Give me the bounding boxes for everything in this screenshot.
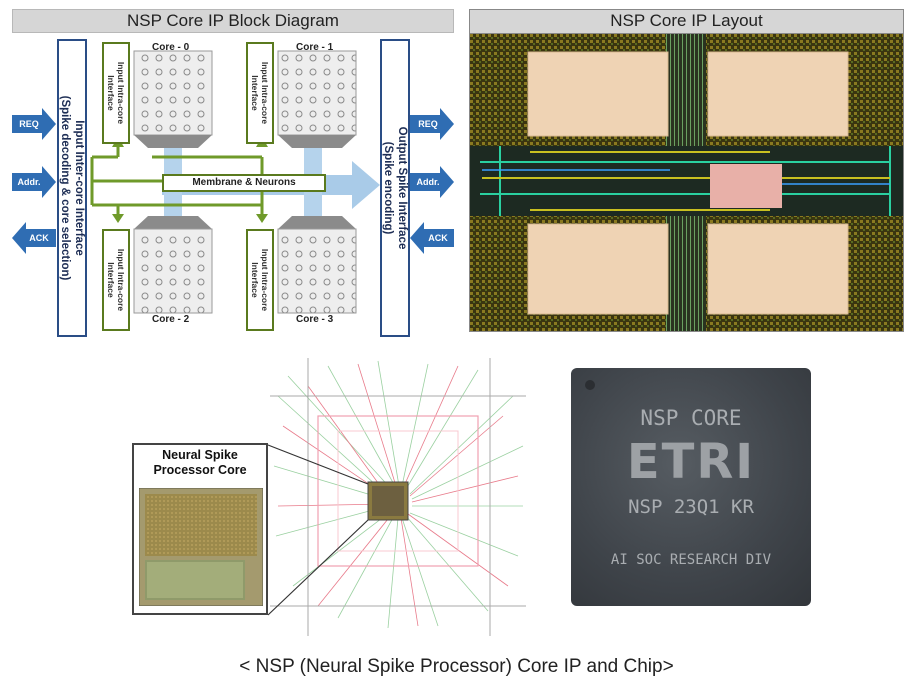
output-signal-arrows [410,108,454,254]
output-interface-label: Output Spike Interface (Spike encoding) [382,126,408,250]
pin1-marker [585,380,595,390]
intra-core-interface-2: Input Intra-core Interface [102,229,130,331]
intra-core-interface-label: Input Intra-core Interface [250,248,270,312]
input-interface-label: Input Inter-core Interface (Spike decodi… [59,95,85,281]
figure-caption: < NSP (Neural Spike Processor) Core IP a… [239,656,674,677]
output-spike-interface: Output Spike Interface (Spike encoding) [380,39,410,337]
core-2-label: Core - 2 [152,314,190,325]
chip-line-4: AI SOC RESEARCH DIV [610,552,772,568]
core-1-label: Core - 1 [296,42,334,53]
intra-core-interface-label: Input Intra-core Interface [250,61,270,125]
layout-block-3 [707,223,849,315]
output-addr-label: Addr. [416,177,440,187]
inset-die-image [139,488,263,606]
intra-core-interface-label: Input Intra-core Interface [106,61,126,125]
green-bus [90,147,264,214]
block-diagram-panel: NSP Core IP Block Diagram [12,9,454,337]
layout-image [470,34,903,331]
layout-block-0 [527,51,669,137]
layout-block-1 [707,51,849,137]
layout-block-2 [527,223,669,315]
chip-package: NSP CORE ETRI NSP 23Q1 KR AI SOC RESEARC… [571,368,811,606]
membrane-neurons-box: Membrane & Neurons [162,174,326,192]
block-diagram-title: NSP Core IP Block Diagram [12,9,454,33]
intra-core-interface-1: Input Intra-core Interface [246,42,274,144]
intra-core-interface-0: Input Intra-core Interface [102,42,130,144]
input-ack-label: ACK [29,233,49,243]
chip-line-1: NSP CORE [640,406,742,430]
layout-panel: NSP Core IP Layout [469,9,904,332]
input-req-label: REQ [19,119,39,129]
core-0-label: Core - 0 [152,42,190,53]
input-inter-core-interface: Input Inter-core Interface (Spike decodi… [57,39,87,337]
intra-core-interface-3: Input Intra-core Interface [246,229,274,331]
core-3-label: Core - 3 [296,314,334,325]
intra-core-interface-label: Input Intra-core Interface [106,248,126,312]
input-addr-label: Addr. [17,177,41,187]
chip-line-3: NSP 23Q1 KR [628,496,754,518]
die-bonding-diagram [268,356,530,638]
chip-brand: ETRI [626,434,756,490]
inset-title: Neural Spike Processor Core [153,448,247,477]
layout-title: NSP Core IP Layout [470,10,903,34]
core-inset: Neural Spike Processor Core [132,443,268,615]
output-req-label: REQ [418,119,438,129]
output-ack-label: ACK [428,233,448,243]
input-signal-arrows [12,108,56,254]
